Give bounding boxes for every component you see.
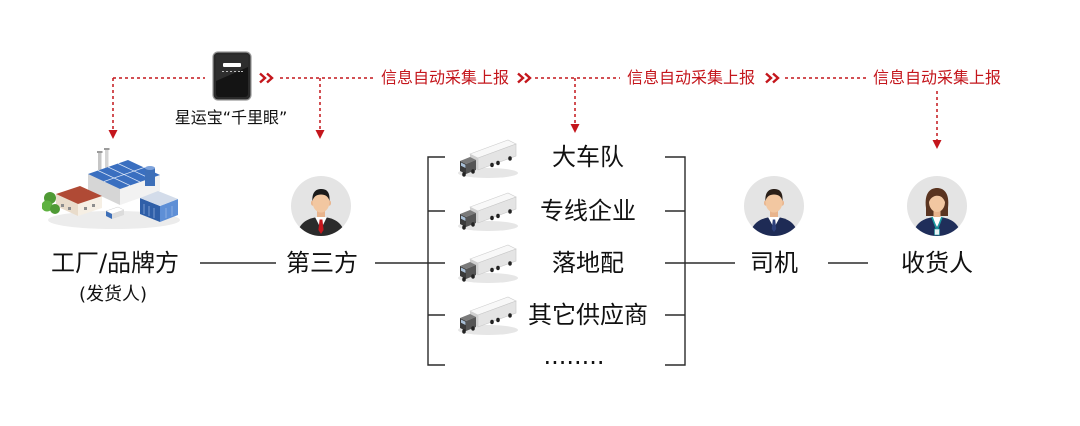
carrier-label: 专线企业: [540, 197, 636, 225]
truck-icon: [458, 244, 518, 283]
carrier-label: 落地配: [552, 249, 624, 277]
truck-icon: [458, 139, 518, 178]
businessman-avatar-icon: [291, 176, 351, 236]
double-chevron-icon: [765, 72, 780, 84]
device-caption: 星运宝“千里眼”: [174, 108, 288, 127]
arrowhead-down-icon: [570, 124, 580, 133]
arrowhead-down-icon: [315, 130, 325, 139]
truck-icon: [458, 296, 518, 335]
truck-icon: [458, 192, 518, 231]
third-party-label: 第三方: [286, 249, 358, 277]
arrowhead-down-icon: [108, 130, 118, 139]
carrier-label: 大车队: [552, 143, 624, 171]
double-chevron-icon: [517, 72, 532, 84]
arrowhead-down-icon: [932, 140, 942, 149]
shipper-label: 工厂/品牌方: [50, 249, 180, 277]
info-report-label: 信息自动采集上报: [872, 68, 1002, 87]
factory-icon: [42, 148, 180, 229]
double-chevron-icon: [259, 72, 274, 84]
carrier-label: 其它供应商: [528, 301, 648, 329]
shipper-sublabel: (发货人): [78, 284, 148, 305]
carrier-more-ellipsis: ........: [543, 342, 605, 370]
receiver-avatar-icon: [907, 176, 967, 236]
driver-label: 司机: [750, 249, 798, 277]
carrier-bracket-left: [427, 156, 445, 366]
driver-avatar-icon: [744, 176, 804, 236]
info-report-label: 信息自动采集上报: [626, 68, 756, 87]
receiver-label: 收货人: [901, 249, 973, 277]
carrier-bracket-right: [665, 156, 686, 366]
info-report-label: 信息自动采集上报: [380, 68, 510, 87]
tracking-device-icon: [212, 51, 252, 101]
